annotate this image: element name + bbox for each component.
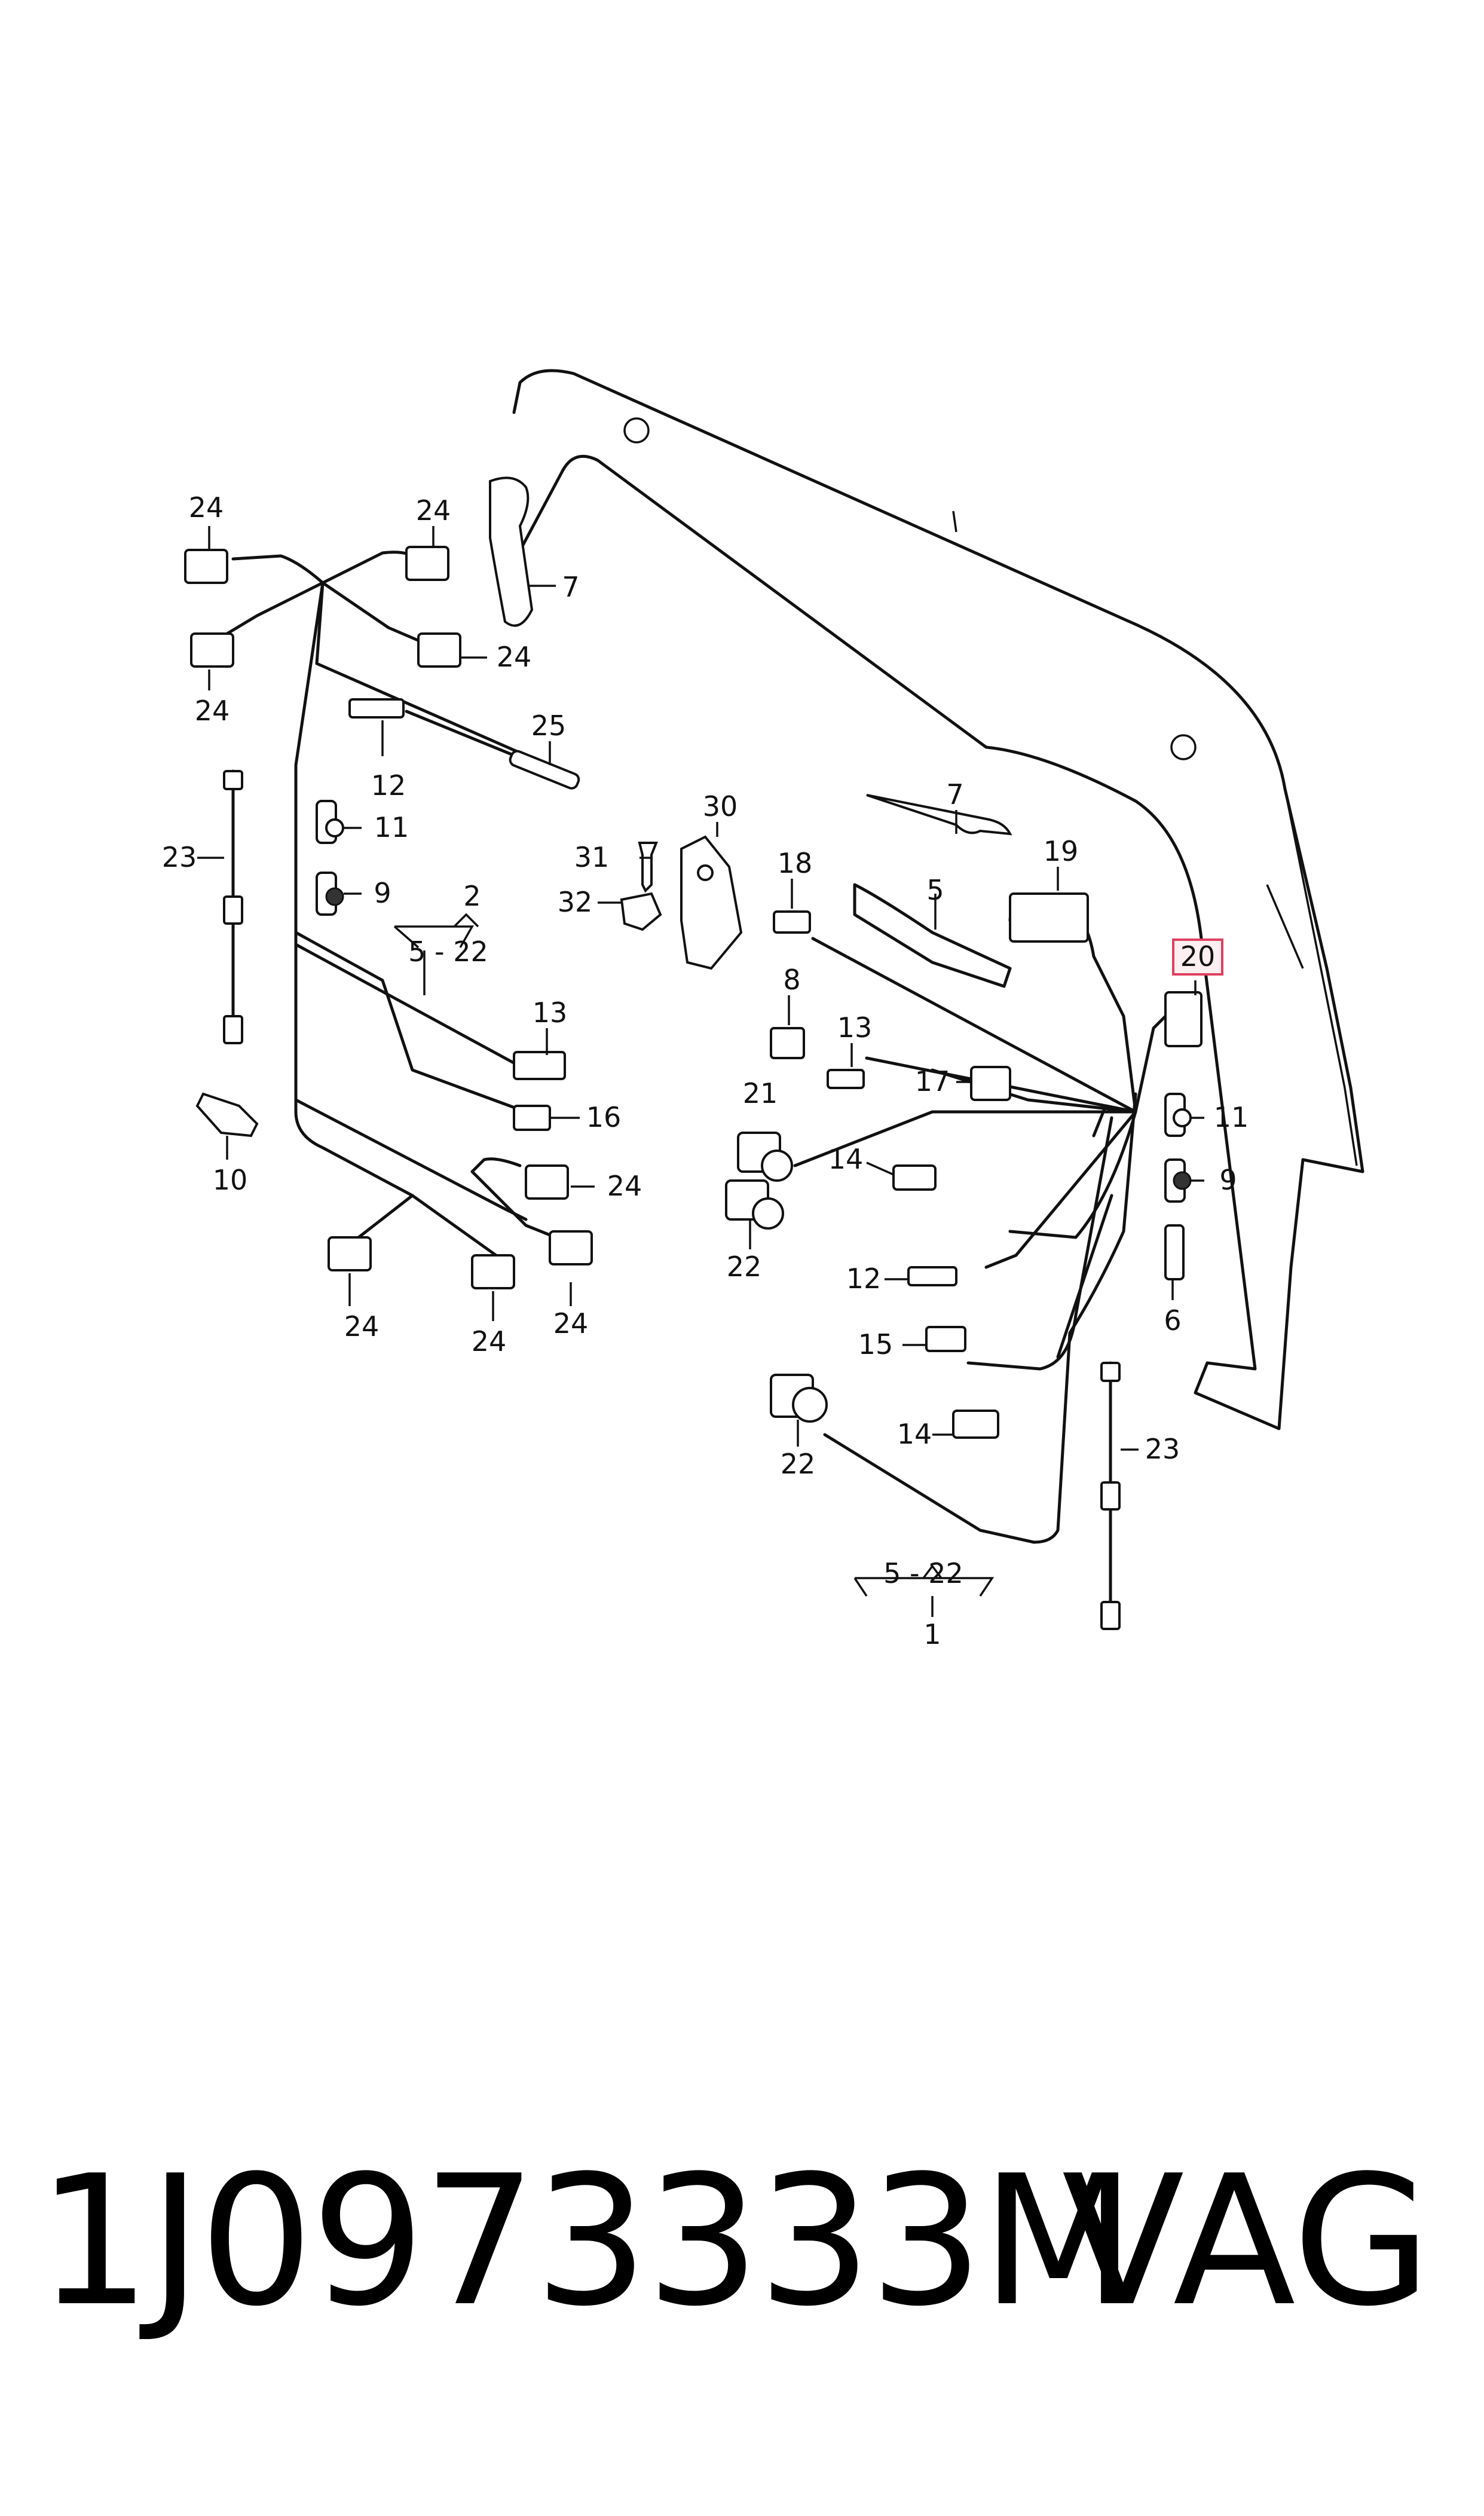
callout-22a: 22 bbox=[727, 1251, 762, 1283]
callout-24c: 24 bbox=[497, 641, 532, 673]
right-small-parts bbox=[725, 794, 1203, 1630]
callout-24f: 24 bbox=[553, 1307, 589, 1340]
callout-18: 18 bbox=[778, 847, 813, 879]
callout-16: 16 bbox=[586, 1101, 622, 1133]
connector-24-set bbox=[184, 546, 593, 1289]
callout-31: 31 bbox=[574, 841, 610, 873]
callout-15: 15 bbox=[858, 1328, 894, 1361]
callout-24a: 24 bbox=[189, 491, 224, 524]
callout-20: 20 bbox=[1180, 940, 1216, 973]
callout-22b: 22 bbox=[781, 1448, 816, 1480]
brand-name: VAG bbox=[1061, 2137, 1431, 2346]
callout-11a: 11 bbox=[374, 811, 409, 843]
left-small-parts bbox=[195, 476, 580, 1138]
callout-12b: 12 bbox=[846, 1262, 882, 1295]
callout-9a: 9 bbox=[374, 877, 391, 909]
callout-24g: 24 bbox=[344, 1310, 380, 1343]
callout-13b: 13 bbox=[837, 1011, 873, 1044]
callout-11b: 11 bbox=[1214, 1101, 1249, 1133]
callout-5b: 5 - 22 bbox=[408, 936, 488, 968]
callout-12a: 12 bbox=[371, 769, 406, 802]
callout-24d: 24 bbox=[195, 695, 230, 727]
callout-7b: 7 bbox=[946, 778, 963, 811]
callout-24h: 24 bbox=[472, 1325, 507, 1358]
callout-10: 10 bbox=[213, 1164, 248, 1196]
callout-23b: 23 bbox=[1145, 1433, 1180, 1465]
callout-9b: 9 bbox=[1219, 1164, 1237, 1196]
leader-lines bbox=[197, 510, 1204, 1617]
callout-17: 17 bbox=[915, 1065, 950, 1097]
screw-31 bbox=[638, 842, 658, 893]
callout-24b: 24 bbox=[416, 494, 451, 527]
tailgate-outline bbox=[512, 369, 1364, 1430]
highlight-box-20 bbox=[1172, 938, 1223, 976]
callout-23a: 23 bbox=[162, 841, 197, 873]
callout-5c: 5 - 22 bbox=[883, 1557, 963, 1589]
callout-30: 30 bbox=[703, 790, 738, 823]
callout-14b: 14 bbox=[897, 1418, 932, 1450]
bracket-30 bbox=[680, 835, 743, 970]
callout-25: 25 bbox=[531, 710, 567, 742]
clip-32 bbox=[620, 892, 662, 931]
callout-8: 8 bbox=[783, 964, 800, 996]
part-number: 1J0973333M bbox=[37, 2137, 1136, 2346]
callout-24e: 24 bbox=[607, 1170, 642, 1202]
callout-7a: 7 bbox=[562, 571, 579, 603]
callout-6: 6 bbox=[1164, 1304, 1181, 1337]
harness-1 bbox=[793, 901, 1173, 1544]
callout-21: 21 bbox=[743, 1077, 778, 1109]
callout-14a: 14 bbox=[828, 1143, 864, 1175]
callout-2: 2 bbox=[463, 880, 481, 912]
callout-19: 19 bbox=[1044, 835, 1079, 867]
callout-32: 32 bbox=[558, 886, 593, 918]
callout-13a: 13 bbox=[533, 996, 568, 1029]
callout-5a: 5 bbox=[926, 874, 944, 906]
callout-numbers: 1 2 5 5 - 22 5 - 22 6 7 7 8 9 9 10 11 11… bbox=[162, 491, 1249, 1650]
callout-1: 1 bbox=[923, 1618, 941, 1650]
